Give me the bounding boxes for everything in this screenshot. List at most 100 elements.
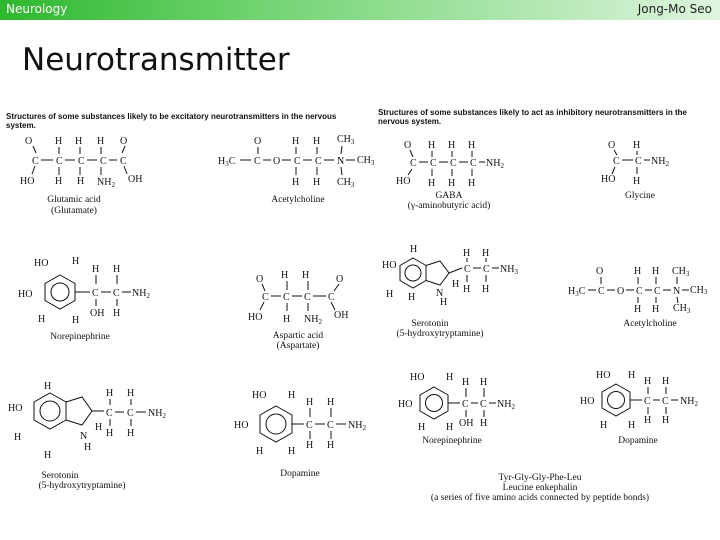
svg-text:O: O <box>254 136 261 147</box>
serotonin-name: Serotonin <box>412 319 449 329</box>
svg-text:H: H <box>652 266 659 277</box>
svg-text:C: C <box>450 158 457 169</box>
svg-text:NH2: NH2 <box>148 408 166 420</box>
svg-text:C: C <box>294 156 301 167</box>
svg-text:H: H <box>662 376 669 387</box>
svg-text:C: C <box>462 399 469 410</box>
svg-text:OH: OH <box>90 308 104 319</box>
svg-text:H: H <box>292 177 299 188</box>
svg-text:H: H <box>633 140 640 151</box>
svg-text:C: C <box>315 156 322 167</box>
svg-text:NH2: NH2 <box>486 158 504 170</box>
svg-text:H: H <box>283 314 290 325</box>
svg-text:C: C <box>113 288 120 299</box>
svg-text:C: C <box>127 408 134 419</box>
svg-text:H: H <box>440 297 447 308</box>
enkephalin-note: (a series of five amino acids connected … <box>431 492 649 503</box>
svg-text:NH2: NH2 <box>304 314 322 326</box>
svg-text:H: H <box>14 432 21 443</box>
svg-text:H: H <box>327 397 334 408</box>
svg-text:H: H <box>44 450 51 461</box>
svg-text:H: H <box>75 136 82 147</box>
svg-text:H: H <box>482 284 489 295</box>
serotonin-alt-name: (5-hydroxytryptamine) <box>396 328 483 339</box>
svg-text:CH3: CH3 <box>357 155 375 167</box>
svg-text:HO: HO <box>234 420 248 431</box>
svg-text:H: H <box>634 266 641 277</box>
svg-text:H: H <box>72 256 79 267</box>
svg-text:H: H <box>302 270 309 281</box>
dopamine-name: Dopamine <box>280 469 320 479</box>
svg-text:O: O <box>25 136 32 147</box>
svg-text:C: C <box>613 156 620 167</box>
svg-text:H: H <box>633 176 640 187</box>
svg-text:H: H <box>55 136 62 147</box>
svg-text:H: H <box>327 440 334 451</box>
svg-text:N: N <box>337 156 344 167</box>
aspartate-alt-name: (Aspartate) <box>277 340 320 351</box>
svg-text:H: H <box>468 178 475 189</box>
svg-text:H: H <box>313 177 320 188</box>
svg-text:H: H <box>77 176 84 187</box>
slide-header-bar: Neurology Jong-Mo Seo <box>0 0 720 20</box>
svg-text:C: C <box>306 420 313 431</box>
svg-text:HO: HO <box>382 260 396 271</box>
svg-text:H: H <box>482 248 489 259</box>
svg-text:H: H <box>446 372 453 383</box>
svg-text:O: O <box>404 140 411 151</box>
svg-text:C: C <box>483 264 490 275</box>
svg-text:H: H <box>418 422 425 433</box>
svg-text:HO: HO <box>248 312 262 323</box>
svg-text:OH: OH <box>459 418 473 429</box>
svg-text:O: O <box>273 156 280 167</box>
glutamate-name: Glutamic acid <box>47 195 101 205</box>
svg-text:H: H <box>448 178 455 189</box>
svg-text:H: H <box>313 136 320 147</box>
svg-text:H: H <box>628 420 635 431</box>
svg-text:H: H <box>38 314 45 325</box>
svg-text:NH2: NH2 <box>132 288 150 300</box>
svg-text:H: H <box>600 420 607 431</box>
svg-text:H: H <box>288 446 295 457</box>
svg-text:H: H <box>428 178 435 189</box>
svg-text:O: O <box>596 266 603 277</box>
svg-text:H: H <box>463 284 470 295</box>
svg-text:H: H <box>306 397 313 408</box>
svg-text:HO: HO <box>18 289 32 300</box>
svg-text:H: H <box>652 304 659 315</box>
svg-text:H: H <box>127 388 134 399</box>
excitatory-caption: Structures of some substances likely to … <box>6 112 337 130</box>
svg-text:H: H <box>113 308 120 319</box>
svg-text:C: C <box>78 156 85 167</box>
svg-text:H: H <box>446 422 453 433</box>
svg-text:H: H <box>44 381 51 392</box>
svg-text:C: C <box>254 156 261 167</box>
svg-text:C: C <box>262 292 269 303</box>
svg-text:CH3: CH3 <box>673 303 691 315</box>
svg-text:HO: HO <box>8 403 22 414</box>
svg-text:HO: HO <box>252 390 266 401</box>
svg-text:H: H <box>95 422 102 433</box>
svg-text:C: C <box>644 396 651 407</box>
svg-text:H: H <box>634 304 641 315</box>
svg-text:C: C <box>662 396 669 407</box>
svg-text:H: H <box>306 440 313 451</box>
svg-text:H: H <box>628 370 635 381</box>
svg-text:H: H <box>386 289 393 300</box>
acetylcholine-2-name: Acetylcholine <box>623 319 676 329</box>
svg-text:C: C <box>470 158 477 169</box>
svg-text:H: H <box>72 315 79 326</box>
svg-text:C: C <box>120 156 127 167</box>
svg-text:H: H <box>55 176 62 187</box>
svg-text:H: H <box>113 264 120 275</box>
svg-text:H: H <box>106 388 113 399</box>
svg-text:NH2: NH2 <box>680 396 698 408</box>
svg-text:H: H <box>292 136 299 147</box>
